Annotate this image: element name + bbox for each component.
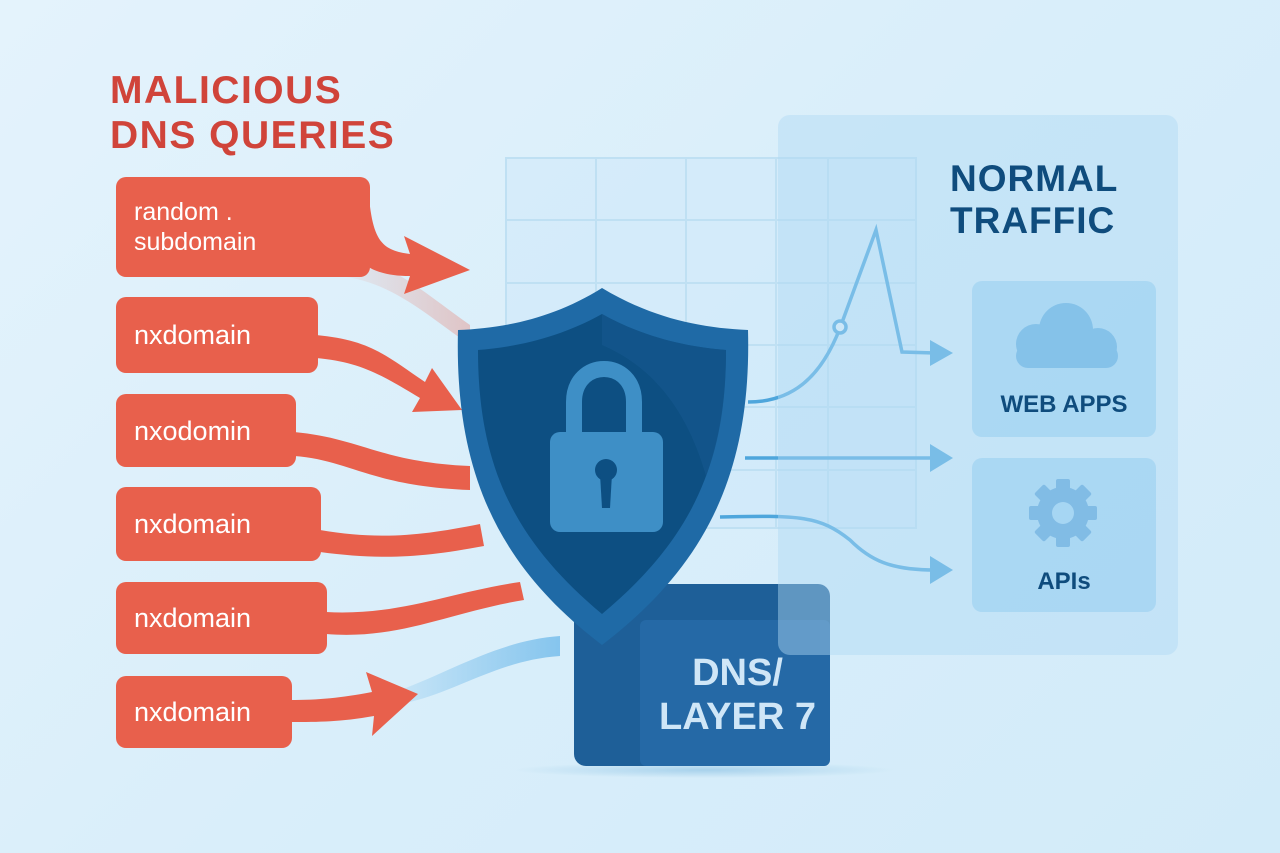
query-random-subdomain: random . subdomain — [116, 177, 370, 277]
fade-trail-random — [320, 255, 470, 345]
dns-layer7-label: DNS/ LAYER 7 — [645, 625, 830, 765]
normal-traffic-title: NORMAL TRAFFIC — [950, 158, 1118, 242]
arrow-nxodomin — [294, 432, 470, 490]
dns-layer7-box — [574, 584, 830, 766]
malicious-title: MALICIOUS DNS QUERIES — [110, 68, 395, 158]
malicious-flows — [290, 186, 560, 736]
malicious-title-line1: MALICIOUS — [110, 69, 343, 112]
query-nxdomain-3: nxdomain — [116, 487, 321, 561]
query-label: nxdomain — [134, 697, 252, 727]
query-label: nxdomain — [134, 603, 252, 633]
apis-card: APIs — [972, 458, 1156, 612]
arrow-nxdomain-5 — [290, 672, 418, 736]
fade-trail-nxdomain-5 — [400, 636, 560, 702]
arrow-nxdomain-3 — [320, 524, 484, 557]
query-nxdomain-5: nxdomain — [116, 676, 292, 748]
dns-label-line1: DNS/ — [692, 652, 783, 694]
web-apps-label: WEB APPS — [1000, 391, 1128, 418]
query-label: nxodomin — [134, 415, 252, 446]
normal-flows — [719, 223, 953, 584]
query-nxdomain-1: nxdomain — [116, 297, 318, 373]
query-nxdomain-4: nxdomain — [116, 582, 327, 654]
apis-label: APIs — [1037, 568, 1091, 595]
padlock-icon — [550, 361, 663, 532]
traffic-spike-line — [747, 223, 936, 404]
malicious-title-line2: DNS QUERIES — [110, 114, 396, 157]
arrow-nxdomain-1 — [316, 335, 462, 412]
query-label-line1: random . — [134, 198, 233, 226]
query-label: nxdomain — [134, 509, 252, 539]
query-label-line2: subdomain — [134, 228, 257, 256]
normal-title-line2: TRAFFIC — [950, 200, 1116, 241]
query-nxodomin: nxodomin — [116, 394, 296, 467]
query-label: nxdomain — [134, 320, 252, 350]
flow-to-apis-curve — [719, 514, 936, 572]
normal-title-line1: NORMAL — [950, 158, 1119, 199]
arrow-to-apis-1 — [930, 444, 953, 472]
arrow-random-subdomain — [360, 186, 470, 294]
arrow-to-web-apps — [930, 340, 953, 366]
arrow-nxdomain-4 — [326, 582, 524, 635]
web-apps-card: WEB APPS — [972, 281, 1156, 437]
spike-marker — [832, 319, 848, 335]
arrow-to-apis-2 — [930, 556, 953, 584]
dns-label-line2: LAYER 7 — [659, 696, 816, 738]
